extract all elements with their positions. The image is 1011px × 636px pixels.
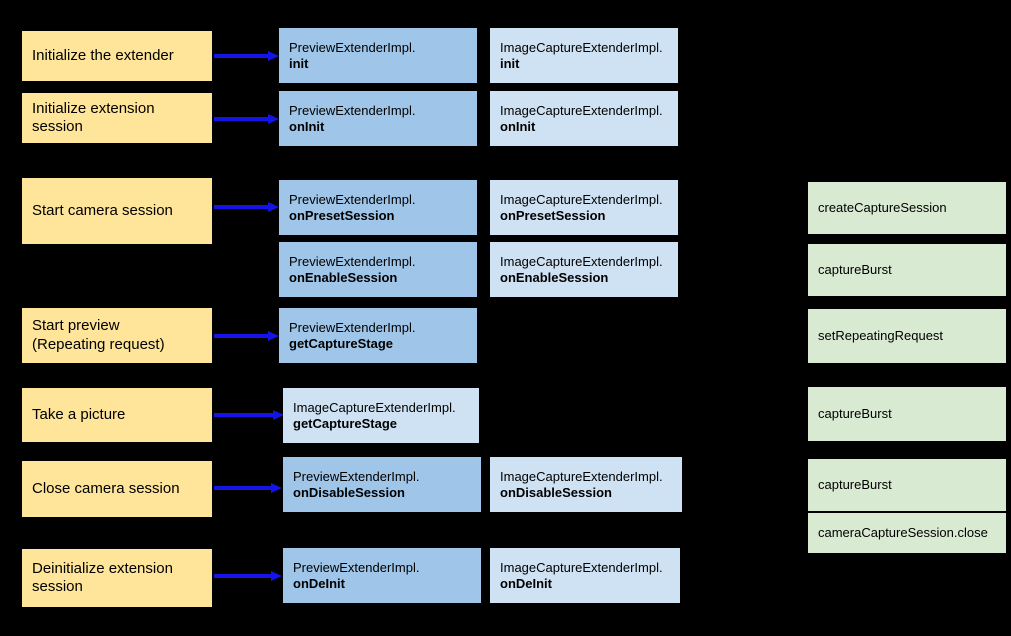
stage-label-line: (Repeating request) (32, 335, 165, 353)
camera2-call-box-captureburst-3: captureBurst (808, 459, 1006, 511)
stage-label-line: Take a picture (32, 405, 126, 423)
call-method-label: init (500, 55, 520, 71)
call-method-label: onDisableSession (293, 484, 405, 500)
stage-label-line: session (32, 578, 83, 595)
preview-call-box-getcapturestage: PreviewExtenderImpl. getCaptureStage (279, 308, 477, 363)
arrow-head (271, 571, 282, 581)
call-class-label: PreviewExtenderImpl. (289, 102, 416, 118)
stage-label-line: Start preview (32, 317, 120, 335)
call-class-label: PreviewExtenderImpl. (293, 559, 420, 575)
arrow-head (268, 202, 279, 212)
call-class-label: PreviewExtenderImpl. (289, 319, 416, 335)
arrow-shaft (214, 486, 271, 490)
arrow-shaft (214, 205, 268, 209)
stage-box-take-a-picture: Take a picture (22, 388, 212, 442)
call-class-label: ImageCaptureExtenderImpl. (500, 253, 663, 269)
imagecapture-call-box-ondeinit: ImageCaptureExtenderImpl. onDeInit (490, 548, 680, 603)
stage-box-start-preview: Start preview (Repeating request) (22, 308, 212, 363)
stage-box-start-camera-session: Start camera session (22, 178, 212, 244)
preview-call-box-ondeinit: PreviewExtenderImpl. onDeInit (283, 548, 481, 603)
preview-call-box-oninit: PreviewExtenderImpl. onInit (279, 91, 477, 146)
camera2-call-box-captureburst-1: captureBurst (808, 244, 1006, 296)
camera2-call-label: captureBurst (818, 262, 892, 278)
arrow-initialize-the-extender (214, 51, 279, 61)
call-method-label: getCaptureStage (289, 335, 394, 351)
camera2-call-box-captureburst-2: captureBurst (808, 387, 1006, 441)
arrow-shaft (214, 54, 268, 58)
camera2-call-label: createCaptureSession (818, 200, 947, 216)
camera2-call-box-createcapturesession: createCaptureSession (808, 182, 1006, 234)
stage-box-initialize-extension-session: Initialize extension session (22, 93, 212, 143)
call-method-label: onPresetSession (289, 207, 395, 223)
camera2-call-box-setrepeatingrequest: setRepeatingRequest (808, 309, 1006, 363)
call-class-label: ImageCaptureExtenderImpl. (500, 191, 663, 207)
call-method-label: onDeInit (293, 575, 345, 591)
arrow-start-camera-session (214, 202, 279, 212)
imagecapture-call-box-ondisablesession: ImageCaptureExtenderImpl. onDisableSessi… (490, 457, 682, 512)
call-method-label: onEnableSession (289, 269, 398, 285)
call-method-label: onPresetSession (500, 207, 606, 223)
call-method-label: onDisableSession (500, 484, 612, 500)
call-class-label: ImageCaptureExtenderImpl. (293, 399, 456, 415)
stage-label-line: Deinitialize extension (32, 559, 173, 577)
preview-call-box-onenablesession: PreviewExtenderImpl. onEnableSession (279, 242, 477, 297)
call-class-label: PreviewExtenderImpl. (289, 253, 416, 269)
call-method-label: onInit (289, 118, 325, 134)
arrow-shaft (214, 334, 268, 338)
camera2-call-box-cameracapturesession-close: cameraCaptureSession.close (808, 513, 1006, 553)
call-method-label: onDeInit (500, 575, 552, 591)
preview-call-box-onpresetsession: PreviewExtenderImpl. onPresetSession (279, 180, 477, 235)
camera2-call-label: captureBurst (818, 477, 892, 493)
preview-call-box-ondisablesession: PreviewExtenderImpl. onDisableSession (283, 457, 481, 512)
arrow-head (271, 483, 282, 493)
call-class-label: PreviewExtenderImpl. (289, 191, 416, 207)
stage-box-close-camera-session: Close camera session (22, 461, 212, 517)
camera2-call-label: setRepeatingRequest (818, 328, 944, 344)
arrow-deinitialize-extension-session (214, 571, 282, 581)
camera2-call-label: captureBurst (818, 406, 892, 422)
imagecapture-call-box-onenablesession: ImageCaptureExtenderImpl. onEnableSessio… (490, 242, 678, 297)
arrow-initialize-extension-session (214, 114, 279, 124)
call-class-label: PreviewExtenderImpl. (289, 39, 416, 55)
preview-call-box-init: PreviewExtenderImpl. init (279, 28, 477, 83)
call-class-label: ImageCaptureExtenderImpl. (500, 39, 663, 55)
call-class-label: PreviewExtenderImpl. (293, 468, 420, 484)
stage-box-deinitialize-extension-session: Deinitialize extension session (22, 549, 212, 607)
arrow-head (268, 331, 279, 341)
stage-label-line: Start camera session (32, 201, 173, 219)
camera2-call-label: cameraCaptureSession.close (818, 525, 988, 541)
call-method-label: onInit (500, 118, 536, 134)
arrow-head (273, 410, 284, 420)
call-class-label: ImageCaptureExtenderImpl. (500, 559, 663, 575)
call-method-label: onEnableSession (500, 269, 609, 285)
call-class-label: ImageCaptureExtenderImpl. (500, 102, 663, 118)
imagecapture-call-box-oninit: ImageCaptureExtenderImpl. onInit (490, 91, 678, 146)
arrow-close-camera-session (214, 483, 282, 493)
call-class-label: ImageCaptureExtenderImpl. (500, 468, 663, 484)
arrow-shaft (214, 117, 268, 121)
call-method-label: init (289, 55, 309, 71)
stage-label-line: session (32, 118, 83, 135)
arrow-take-a-picture (214, 410, 284, 420)
arrow-start-preview (214, 331, 279, 341)
stage-label-line: Initialize the extender (32, 46, 174, 64)
arrow-head (268, 51, 279, 61)
call-method-label: getCaptureStage (293, 415, 398, 431)
stage-label-line: Initialize extension (32, 99, 155, 117)
imagecapture-call-box-getcapturestage: ImageCaptureExtenderImpl. getCaptureStag… (283, 388, 479, 443)
arrow-shaft (214, 574, 271, 578)
stage-label-line: Close camera session (32, 479, 180, 497)
stage-box-initialize-the-extender: Initialize the extender (22, 31, 212, 81)
imagecapture-call-box-onpresetsession: ImageCaptureExtenderImpl. onPresetSessio… (490, 180, 678, 235)
arrow-shaft (214, 413, 273, 417)
imagecapture-call-box-init: ImageCaptureExtenderImpl. init (490, 28, 678, 83)
arrow-head (268, 114, 279, 124)
